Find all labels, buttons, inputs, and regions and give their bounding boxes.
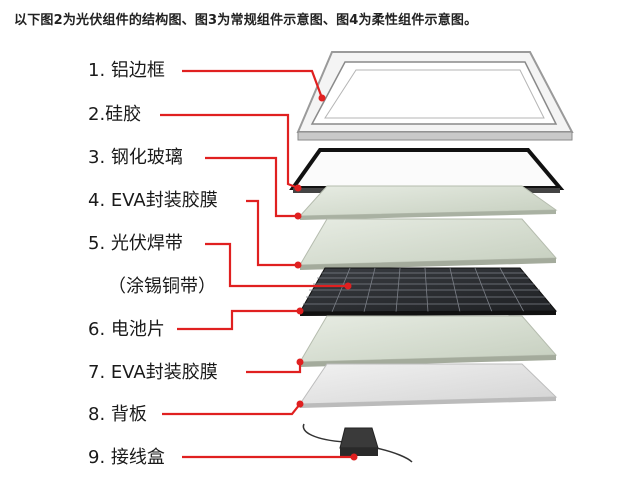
label-junction-box: 9. 接线盒 <box>88 447 165 468</box>
eva-film-bottom-layer <box>299 315 558 367</box>
leader-line-eva-bottom <box>246 362 302 374</box>
leader-line-frame <box>182 69 324 99</box>
label-eva-film-bottom: 7. EVA封装胶膜 <box>88 362 218 383</box>
label-backsheet: 8. 背板 <box>88 404 147 425</box>
leader-lines <box>160 69 354 459</box>
aluminum-frame-layer <box>296 51 574 141</box>
label-solar-cells: 6. 电池片 <box>88 319 165 340</box>
eva-film-top-layer <box>298 185 558 220</box>
caption: 以下图2为光伏组件的结构图、图3为常规组件示意图、图4为柔性组件示意图。 <box>14 13 478 28</box>
label-tempered-glass: 3. 钢化玻璃 <box>88 147 183 168</box>
eva-film-middle-layer <box>299 218 558 270</box>
leader-line-silicone <box>160 113 299 190</box>
label-silicone: 2.硅胶 <box>88 104 142 125</box>
label-eva-film-top: 4. EVA封装胶膜 <box>88 190 218 211</box>
label-pv-ribbon: 5. 光伏焊带 <box>88 233 183 254</box>
leader-line-ribbon <box>205 242 348 288</box>
backsheet-layer <box>299 363 558 408</box>
label-pv-ribbon-sub: （涂锡铜带） <box>108 276 216 297</box>
leader-line-backsheet <box>162 403 301 416</box>
label-aluminum-frame: 1. 铝边框 <box>88 60 165 81</box>
leader-line-cells <box>177 309 300 331</box>
leader-line-eva-top <box>246 199 298 267</box>
leader-line-glass <box>205 156 298 218</box>
solar-cells-layer <box>299 267 558 316</box>
junction-box <box>302 423 413 463</box>
leader-dots <box>294 94 358 461</box>
